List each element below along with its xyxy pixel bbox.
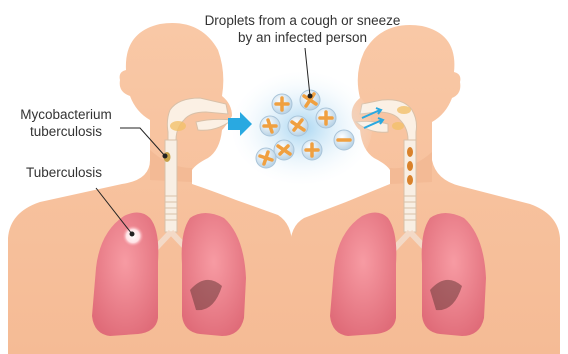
mycobacterium-caption: Mycobacterium tuberculosis	[0, 106, 132, 140]
droplet	[316, 108, 336, 128]
mycobacterium-caption-line2: tuberculosis	[0, 123, 132, 140]
droplets-caption-line2: by an infected person	[170, 29, 435, 46]
tuberculosis-caption: Tuberculosis	[14, 164, 114, 181]
droplet	[256, 148, 276, 168]
exposed-person-figure	[290, 25, 560, 354]
droplet	[302, 140, 322, 160]
infected-person-figure	[8, 23, 292, 354]
droplet	[272, 94, 292, 114]
droplets-caption: Droplets from a cough or sneeze by an in…	[170, 12, 435, 46]
inhaled-bacterium	[407, 175, 413, 185]
droplet	[334, 130, 354, 150]
droplet	[288, 116, 308, 136]
droplets-caption-line1: Droplets from a cough or sneeze	[170, 12, 435, 29]
droplet	[274, 140, 294, 160]
inhaled-bacterium	[407, 147, 413, 157]
droplet	[260, 116, 280, 136]
mycobacterium-caption-line1: Mycobacterium	[0, 106, 132, 123]
inhaled-bacterium	[407, 161, 413, 171]
